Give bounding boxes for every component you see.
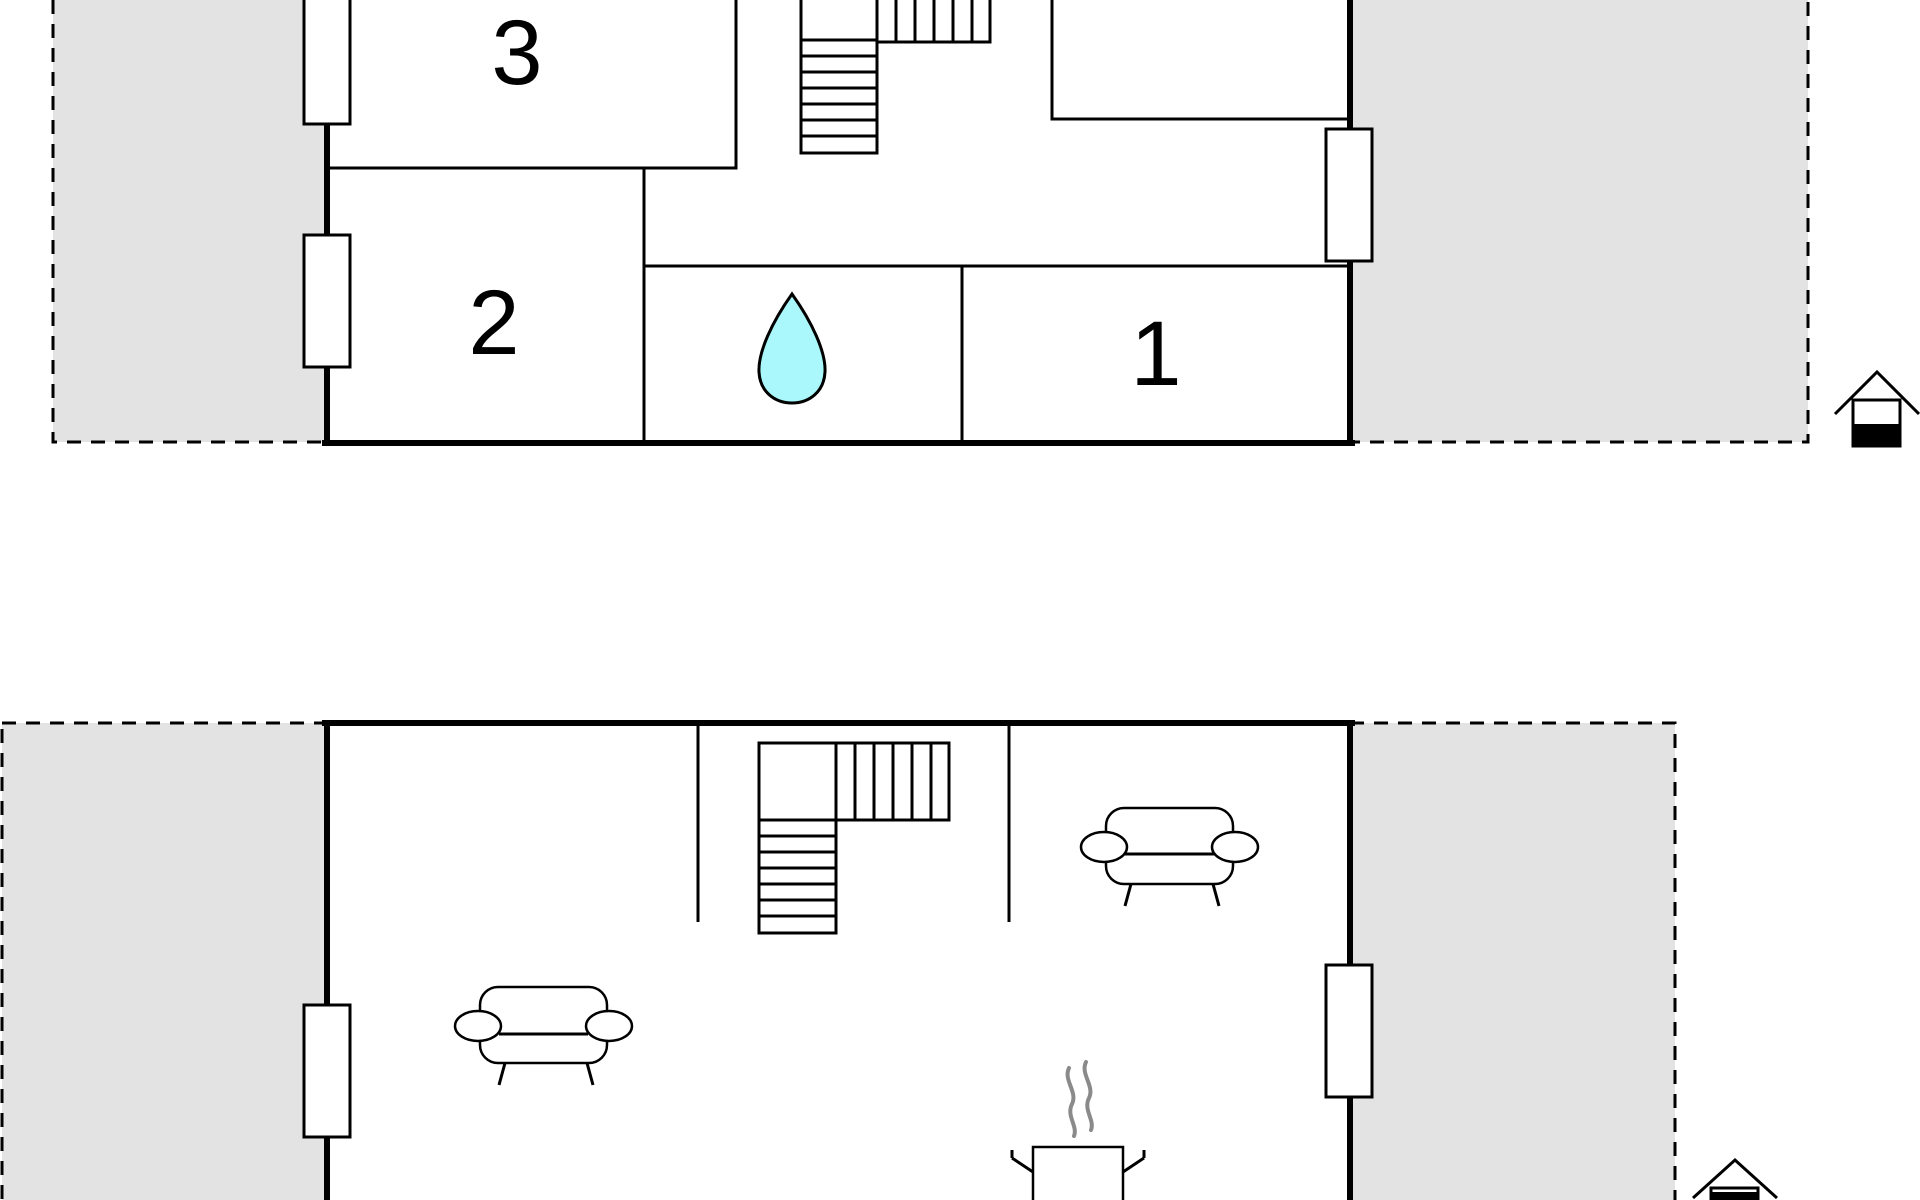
- ground-floor: [0, 720, 1779, 1200]
- entrance-house-icon: [1691, 1157, 1779, 1200]
- window: [302, 0, 352, 126]
- sofa-icon: [1079, 806, 1260, 907]
- terrace-left-ground: [0, 721, 330, 1200]
- room-label-2: 2: [468, 272, 519, 374]
- window: [1324, 127, 1374, 263]
- window: [302, 233, 352, 369]
- upper-right-room-walls: [1050, 0, 1348, 121]
- room-3-walls: [330, 0, 738, 170]
- upper-floor: 3 2 1: [51, 0, 1920, 448]
- room-label-3: 3: [491, 2, 542, 104]
- entrance-house-icon: [1833, 369, 1920, 448]
- window: [1324, 963, 1374, 1099]
- water-drop-icon: [757, 291, 827, 405]
- terrace-right-upper: [1348, 0, 1810, 444]
- terrace-right-ground: [1348, 721, 1677, 1200]
- stove-icon: [1010, 1060, 1146, 1200]
- sofa-icon: [453, 985, 634, 1086]
- room-label-1: 1: [1130, 303, 1181, 405]
- stairs-icon: [757, 741, 951, 935]
- stairs-icon: [799, 0, 992, 155]
- terrace-left-upper: [51, 0, 330, 444]
- window: [302, 1003, 352, 1139]
